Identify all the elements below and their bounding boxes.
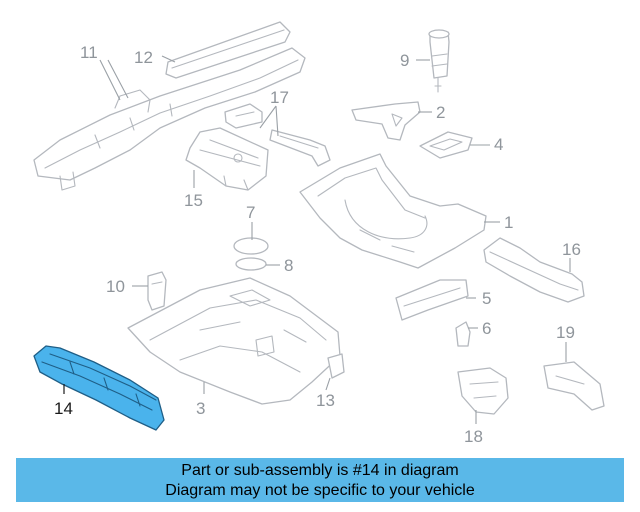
callout-2: 2 [436, 103, 445, 122]
part-2-bracket[interactable] [351, 101, 421, 141]
callout-1: 1 [504, 213, 513, 232]
callout-5: 5 [482, 289, 491, 308]
callout-14: 14 [54, 399, 73, 418]
callout-13: 13 [316, 391, 335, 410]
callout-16: 16 [562, 240, 581, 259]
part-10-bracket[interactable] [147, 271, 167, 311]
part-17-brackets[interactable] [224, 103, 331, 167]
callout-7: 7 [246, 203, 255, 222]
part-7-plug[interactable] [233, 237, 269, 255]
callout-labels: 11 12 9 2 4 17 15 1 16 7 8 10 5 6 19 3 1… [54, 43, 581, 446]
callout-18: 18 [464, 427, 483, 446]
info-banner: Part or sub-assembly is #14 in diagram D… [16, 458, 624, 502]
callout-17: 17 [270, 88, 289, 107]
parts-diagram: 11 12 9 2 4 17 15 1 16 7 8 10 5 6 19 3 1… [33, 21, 605, 446]
banner-line-2: Diagram may not be specific to your vehi… [165, 482, 475, 499]
callout-15: 15 [184, 191, 203, 210]
callout-12: 12 [134, 48, 153, 67]
callout-9: 9 [400, 51, 409, 70]
part-16-rear-rail[interactable] [483, 237, 585, 303]
part-9-cylinder[interactable] [428, 29, 450, 93]
banner-line-1: Part or sub-assembly is #14 in diagram [181, 462, 459, 479]
callout-6: 6 [482, 319, 491, 338]
callout-8: 8 [284, 256, 293, 275]
part-8-grommet[interactable] [235, 257, 267, 271]
callout-19: 19 [556, 323, 575, 342]
callout-4: 4 [494, 135, 503, 154]
part-3-floor-pan[interactable] [127, 277, 341, 405]
part-19-guard[interactable] [543, 361, 605, 411]
callout-10: 10 [106, 277, 125, 296]
part-11-side-rail[interactable] [33, 47, 306, 191]
part-15-crossmember[interactable] [185, 127, 269, 191]
callout-3: 3 [196, 399, 205, 418]
part-13-bracket[interactable] [327, 353, 345, 379]
part-1-rear-floor-pan[interactable] [299, 153, 487, 269]
part-4-plate[interactable] [419, 131, 473, 159]
part-12-reinforcement-bar[interactable] [165, 21, 291, 79]
part-14-highlighted-crossmember[interactable] [33, 345, 165, 431]
callout-11: 11 [80, 43, 98, 62]
part-18-shield[interactable] [457, 367, 509, 415]
part-5-bracket[interactable] [395, 279, 469, 321]
part-6-clip[interactable] [455, 321, 471, 347]
leader-lines [63, 55, 571, 424]
